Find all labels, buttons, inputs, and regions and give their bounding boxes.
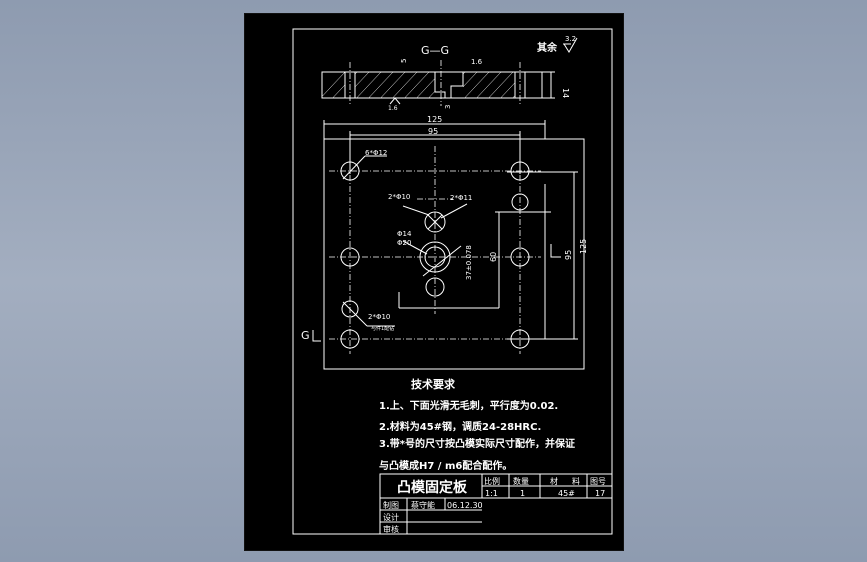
requirement-3: 3.带*号的尺寸按凸模实际尺寸配作，并保证: [379, 437, 575, 450]
dim-c: 1.6: [471, 58, 483, 66]
hdr-scale: 比例: [484, 476, 500, 486]
hole-bl: [340, 329, 360, 349]
cut-marker-label: G: [301, 329, 310, 342]
roughness-icon: [563, 37, 578, 53]
plan-view: [323, 120, 585, 370]
drawn-label: 制图: [383, 500, 399, 510]
roughness-prefix: 其余: [537, 41, 558, 54]
val-drawing-no: 17: [595, 489, 605, 498]
drawing-frame: [292, 28, 613, 535]
cut-marker-arrow: [312, 330, 321, 342]
section-roughness: 1.6: [388, 105, 398, 112]
hdr-drawing-no: 图号: [590, 477, 606, 486]
hdr-mat: 材: [550, 476, 558, 486]
dim-width-outer: 125: [427, 115, 442, 124]
val-scale: 1:1: [485, 489, 498, 498]
hole-pin-r: [511, 193, 529, 211]
dim-37: 37±0.078: [465, 245, 473, 280]
dim-b: 3: [444, 105, 452, 109]
design-label: 设计: [383, 512, 399, 522]
drawn-name: 蔡守能: [411, 500, 435, 510]
hole-2x11: [424, 211, 446, 233]
hdr-qty: 数量: [513, 476, 529, 486]
check-label: 审核: [383, 524, 399, 534]
plate-outline: [323, 138, 585, 370]
dim-width-inner: 95: [428, 127, 438, 136]
dim-60: 60: [489, 252, 498, 262]
hole-mr: [510, 247, 530, 267]
dim-height-outer: 125: [579, 239, 588, 254]
hole-pin-l: [341, 300, 359, 318]
roughness-value: 3.2: [565, 35, 576, 43]
part-name: 凸模固定板: [397, 479, 468, 496]
hole-tl: [340, 161, 360, 181]
label-14: Φ14: [397, 230, 412, 238]
label-2x10-bottom: 2*Φ10: [368, 313, 390, 321]
label-note-small: 与件1配钻: [371, 325, 394, 332]
dim-height-inner: 95: [564, 250, 573, 260]
val-mat: 45#: [558, 489, 575, 498]
label-2x11: 2*Φ11: [450, 194, 472, 202]
requirement-4: 与凸模成H7 / m6配合配作。: [379, 459, 512, 472]
hole-pin-bottom: [425, 277, 445, 297]
hole-punch-20: [419, 241, 451, 273]
requirements-title: 技术要求: [411, 377, 456, 391]
title-block: [379, 473, 613, 535]
val-qty: 1: [520, 489, 525, 498]
section-view: [321, 60, 555, 106]
hole-br: [510, 329, 530, 349]
drawing-sheet: G—G: [244, 13, 624, 551]
label-2x10-top: 2*Φ10: [388, 193, 410, 201]
hole-ml: [340, 247, 360, 267]
hole-tr: [510, 161, 530, 181]
label-6x12: 6*Φ12: [365, 149, 387, 157]
section-label: G—G: [421, 44, 449, 57]
dim-a: 5: [400, 59, 408, 63]
drawn-date: 06.12.30: [447, 501, 483, 510]
requirement-2: 2.材料为45#钢，调质24-28HRC.: [379, 420, 541, 433]
label-20: Φ20: [397, 239, 411, 247]
cad-drawing: G—G: [292, 28, 613, 535]
dim-thickness: 14: [561, 88, 570, 98]
requirement-1: 1.上、下面光滑无毛刺，平行度为0.02.: [379, 399, 558, 412]
hdr-mat2: 料: [572, 476, 580, 486]
